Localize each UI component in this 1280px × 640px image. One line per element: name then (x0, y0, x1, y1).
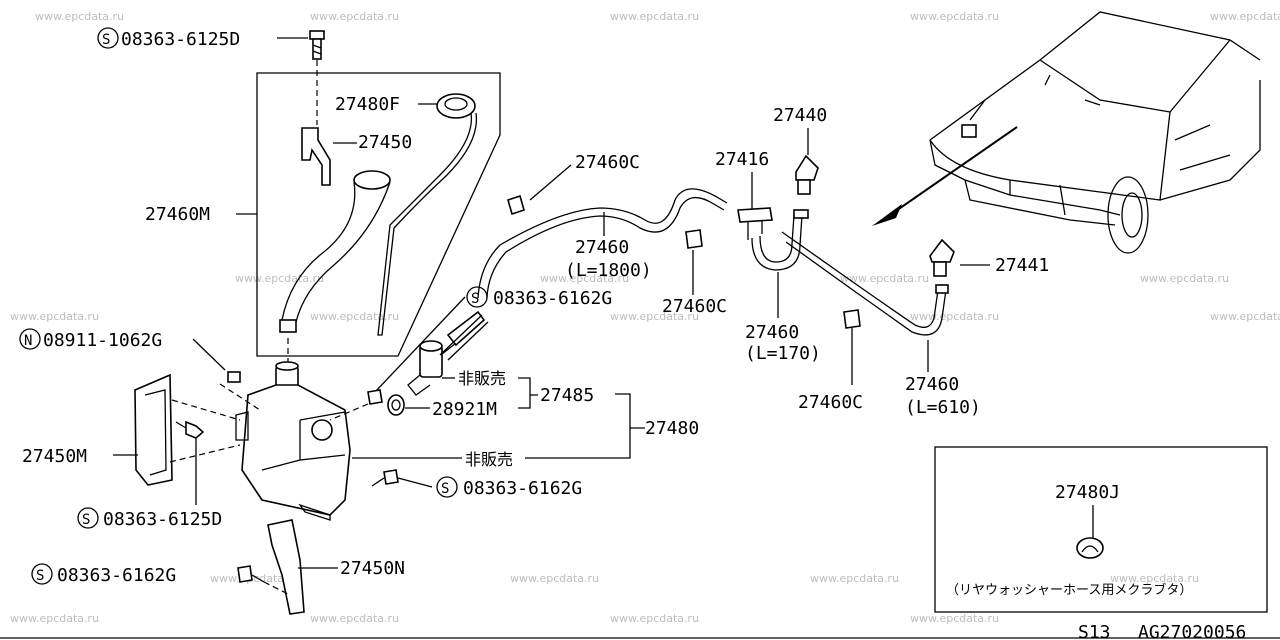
watermark: www.epcdata.ru (510, 572, 599, 585)
part-label-27460C-low: 27460C (798, 392, 863, 413)
part-label-27460-main-length: (L=1800) (565, 260, 652, 281)
watermark: www.epcdata.ru (1210, 10, 1280, 23)
watermark: www.epcdata.ru (10, 310, 99, 323)
grommet-icon (387, 394, 405, 416)
filler-cap-icon (377, 93, 478, 336)
footer-section: S13 (1078, 622, 1111, 640)
screw-top-callout: S 08363-6125D (97, 27, 308, 50)
bracket-27450N-icon (267, 519, 338, 615)
watermark: www.epcdata.ru (910, 612, 999, 625)
filler-assembly-box (256, 72, 501, 357)
bracket-27450M-icon (134, 373, 241, 486)
watermark: www.epcdata.ru (910, 310, 999, 323)
clamp-27480J-icon (1076, 537, 1104, 559)
s-symbol: S (36, 568, 44, 584)
watermark: www.epcdata.ru (610, 310, 699, 323)
watermark: www.epcdata.ru (1210, 310, 1280, 323)
s-symbol-circle (436, 476, 458, 498)
watermark: www.epcdata.ru (810, 572, 899, 585)
arrow-icon (872, 204, 902, 226)
part-label-27460C-mid: 27460C (662, 296, 727, 317)
part-label-27450M: 27450M (22, 446, 87, 467)
screw-pump-icon (367, 389, 383, 405)
nozzle-27441-icon (929, 238, 955, 277)
part-label-27485: 27485 (540, 385, 594, 406)
screw-bottom-icon (237, 565, 291, 596)
part-label-27480J: 27480J (1055, 482, 1120, 503)
screw-top-icon (309, 30, 325, 125)
part-label-08363-6125D-left: 08363-6125D (103, 509, 222, 530)
s-symbol-circle (77, 507, 99, 529)
part-label-27440: 27440 (773, 105, 827, 126)
part-label-27441: 27441 (995, 255, 1049, 276)
s-symbol: S (82, 512, 90, 528)
watermark-group: www.epcdata.ru www.epcdata.ru www.epcdat… (10, 10, 1280, 625)
bracket-27480 (525, 393, 645, 459)
watermark: www.epcdata.ru (540, 272, 629, 285)
hose-170-icon (751, 209, 809, 271)
s-symbol: S (471, 291, 479, 307)
part-label-27450: 27450 (358, 132, 412, 153)
label-not-sold-2: 非販売 (465, 450, 513, 469)
part-label-27460-610-length: (L=610) (905, 397, 981, 418)
watermark: www.epcdata.ru (610, 612, 699, 625)
watermark: www.epcdata.ru (310, 10, 399, 23)
part-label-27460-main: 27460 (575, 237, 629, 258)
watermark: www.epcdata.ru (610, 10, 699, 23)
bracket-27450-icon (301, 127, 331, 186)
part-label-08363-6162G-bottom: 08363-6162G (57, 565, 176, 586)
part-label-08363-6162G: 08363-6162G (493, 288, 612, 309)
nozzle-27440-icon (795, 154, 819, 195)
watermark: www.epcdata.ru (310, 612, 399, 625)
washer-tank-icon (235, 338, 351, 521)
s-symbol-circle (31, 563, 53, 585)
watermark: www.epcdata.ru (1110, 572, 1199, 585)
screw-left-icon (175, 420, 205, 505)
part-label-27460M: 27460M (145, 204, 210, 225)
part-label-27460-170-length: (L=170) (745, 343, 821, 364)
watermark: www.epcdata.ru (210, 572, 299, 585)
watermark: www.epcdata.ru (840, 272, 929, 285)
clip-27460C-top-icon (507, 194, 525, 216)
part-label-28921M: 28921M (432, 399, 497, 420)
part-label-27460C-top: 27460C (575, 152, 640, 173)
part-label-27460-610: 27460 (905, 374, 959, 395)
part-label-27450N: 27450N (340, 558, 405, 579)
s-symbol: S (102, 32, 110, 48)
footer-code: AG27020056 (1138, 622, 1246, 640)
bracket-27485 (518, 377, 538, 409)
nut-icon (227, 371, 241, 383)
filler-neck-icon (279, 170, 391, 333)
watermark: www.epcdata.ru (10, 612, 99, 625)
n-symbol: N (24, 333, 32, 349)
watermark: www.epcdata.ru (310, 310, 399, 323)
label-not-sold-1: 非販売 (458, 369, 506, 388)
watermark: www.epcdata.ru (1140, 272, 1229, 285)
clip-27460C-mid-icon (685, 229, 703, 249)
hose-main-icon (439, 188, 728, 361)
inset-box (934, 446, 1268, 613)
part-label-08363-6162G-tank: 08363-6162G (463, 478, 582, 499)
label-27480J-note: （リヤウォッシャーホース用メクラブタ） (946, 582, 1192, 598)
nut-callout: N 08911-1062G (19, 328, 261, 411)
part-label-27416: 27416 (715, 149, 769, 170)
watermark: www.epcdata.ru (910, 10, 999, 23)
part-label-08911-1062G: 08911-1062G (43, 330, 162, 351)
watermark: www.epcdata.ru (35, 10, 124, 23)
part-label-08363-6125D: 08363-6125D (121, 29, 240, 50)
car-illustration (872, 11, 1261, 254)
n-symbol-circle (19, 328, 41, 350)
clip-27460C-low-icon (843, 309, 861, 329)
s-symbol-circle (97, 27, 119, 49)
hose-610-icon (781, 231, 949, 336)
screw-tank-icon (371, 469, 433, 488)
part-label-27480F: 27480F (335, 94, 400, 115)
part-label-27480: 27480 (645, 418, 699, 439)
s-symbol: S (441, 481, 449, 497)
part-label-27460-170: 27460 (745, 322, 799, 343)
watermark: www.epcdata.ru (235, 272, 324, 285)
connector-27416-icon (737, 207, 773, 240)
